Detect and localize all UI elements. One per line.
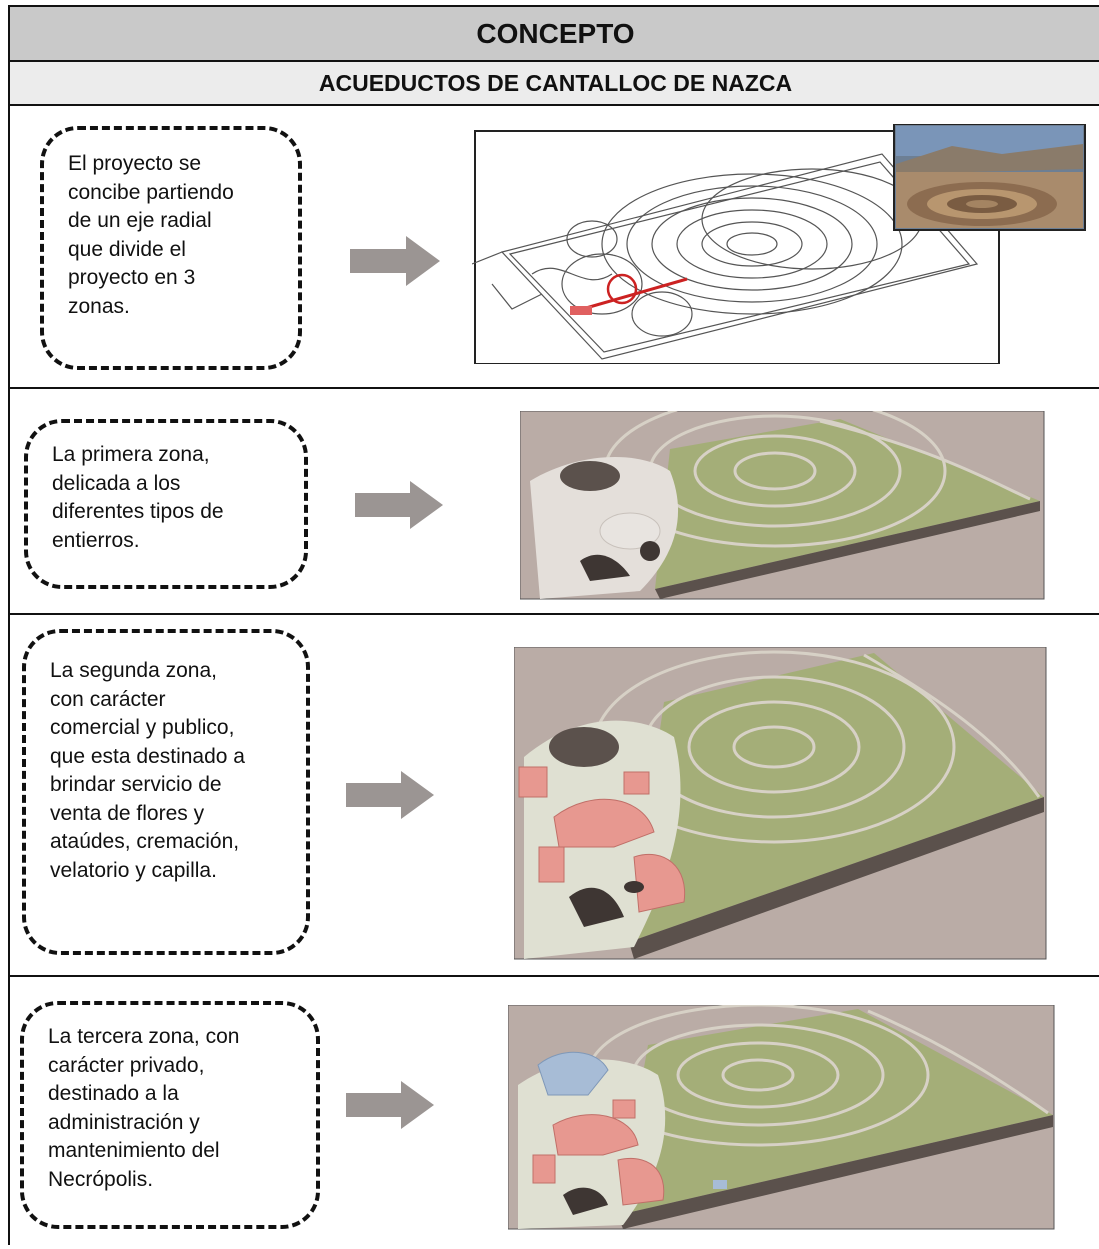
note-text-3: La segunda zona, con carácter comercial … (50, 659, 245, 882)
right-arrow-icon (350, 236, 440, 286)
note-box-4 (20, 1001, 320, 1229)
right-arrow-icon (346, 1081, 434, 1129)
note-text-4: La tercera zona, con carácter privado, d… (48, 1025, 240, 1191)
concept-row-3: La segunda zona, con carácter comercial … (10, 615, 1099, 977)
sheet-subtitle: ACUEDUCTOS DE CANTALLOC DE NAZCA (10, 62, 1099, 106)
concept-row-2: La primera zona, delicada a los diferent… (10, 389, 1099, 615)
note-box-2 (24, 419, 308, 589)
zone-1-model-image (520, 411, 1045, 600)
note-text-2: La primera zona, delicada a los diferent… (52, 443, 224, 552)
sheet-title: CONCEPTO (10, 7, 1099, 62)
note-box-3 (22, 629, 310, 955)
right-arrow-icon (346, 771, 434, 819)
note-text-1: El proyecto se concibe partiendo de un e… (68, 152, 234, 318)
right-arrow-icon (355, 481, 443, 529)
note-box-1 (40, 126, 302, 370)
zone-2-model-image (514, 647, 1047, 960)
concept-sheet: CONCEPTO ACUEDUCTOS DE CANTALLOC DE NAZC… (8, 5, 1099, 1245)
site-plan-image (472, 124, 1086, 364)
concept-row-1: El proyecto se concibe partiendo de un e… (10, 106, 1099, 389)
concept-row-4: La tercera zona, con carácter privado, d… (10, 977, 1099, 1249)
zone-3-model-image (508, 1005, 1055, 1230)
